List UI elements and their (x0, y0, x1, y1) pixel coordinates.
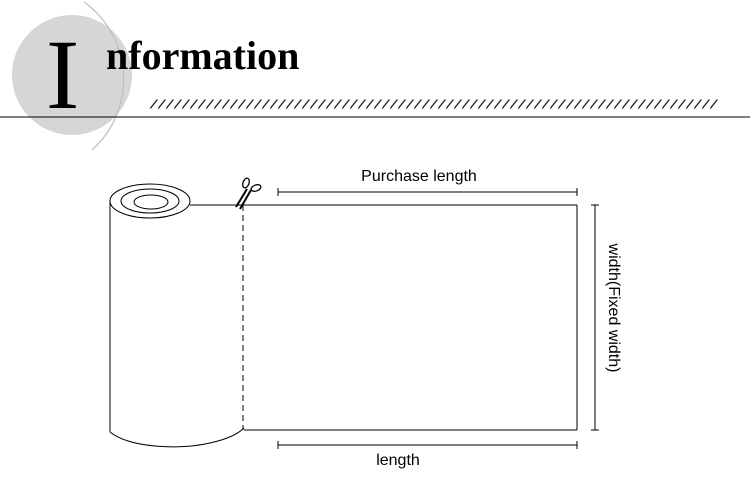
roll-middle-ring (120, 188, 180, 214)
header-circle-badge (12, 15, 132, 135)
scissors-icon (235, 177, 262, 210)
header: I nformation (0, 1, 750, 151)
purchase-length-label: Purchase length (361, 168, 477, 185)
fabric-roll (109, 183, 578, 448)
roll-core-ring (133, 194, 169, 210)
width-label: width(Fixed width) (605, 243, 622, 373)
roll-bottom-curve (109, 427, 245, 448)
title-initial-letter: I (46, 19, 79, 130)
length-dimension (277, 441, 578, 449)
width-dimension (591, 204, 599, 431)
title-text: nformation (106, 33, 299, 78)
length-label: length (376, 452, 420, 469)
purchase-length-dimension (277, 188, 578, 196)
header-arc-decoration (83, 1, 125, 151)
